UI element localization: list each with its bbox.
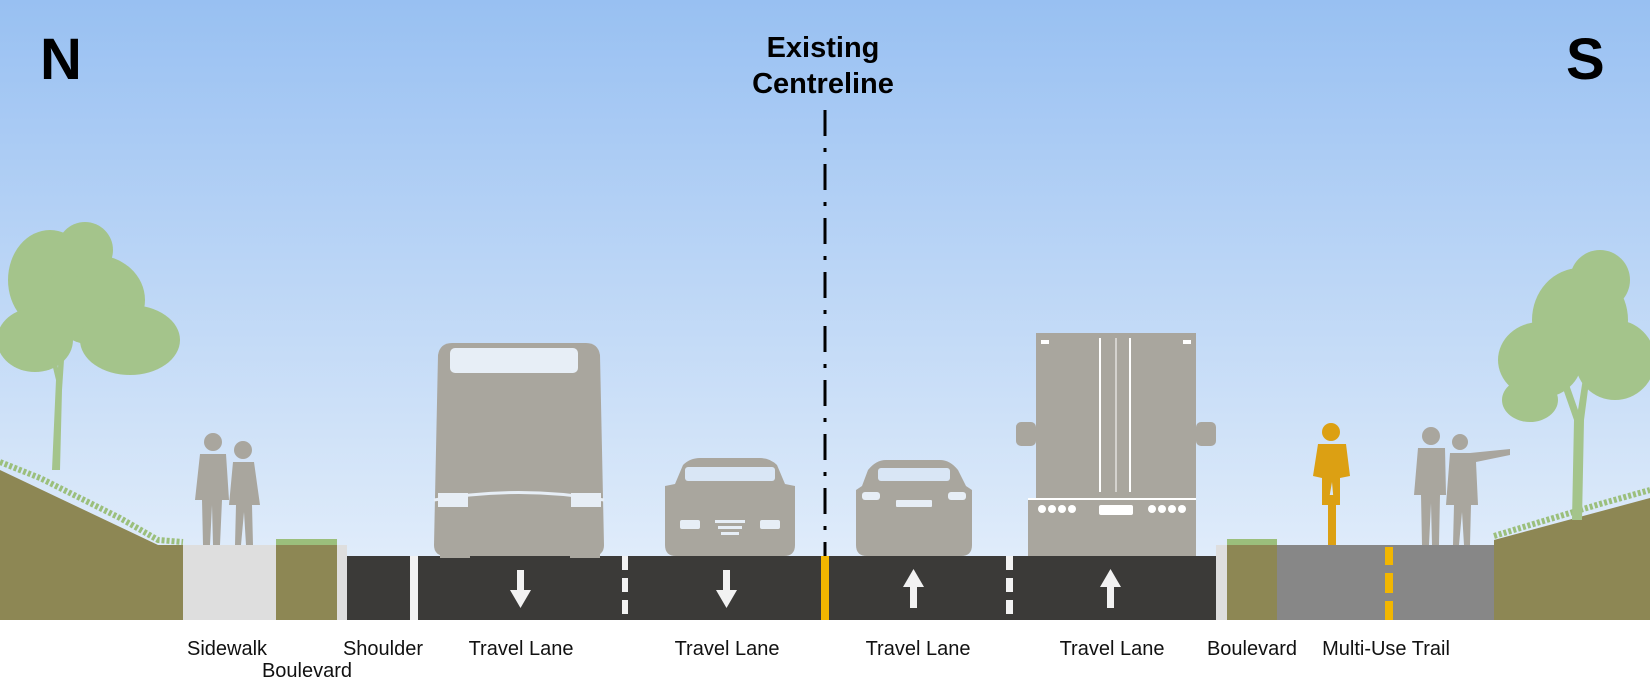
label-multi-use-trail: Multi-Use Trail bbox=[1322, 638, 1450, 660]
south-boulevard-grass bbox=[1227, 539, 1277, 545]
label-travel-lane-1: Travel Lane bbox=[468, 638, 574, 660]
north-embankment bbox=[0, 470, 183, 620]
boulevard-north-surface bbox=[276, 545, 337, 620]
arrow-up-lane-3 bbox=[903, 569, 924, 608]
centre-yellow-line bbox=[821, 556, 829, 620]
south-label: S bbox=[1566, 27, 1605, 92]
tree-north bbox=[0, 222, 180, 470]
arrow-down-lane-1 bbox=[510, 570, 531, 608]
shoulder-curb bbox=[337, 545, 347, 620]
lane-line-south bbox=[1006, 556, 1013, 614]
label-travel-lane-3: Travel Lane bbox=[865, 638, 971, 660]
label-travel-lane-4: Travel Lane bbox=[1059, 638, 1165, 660]
label-travel-lane-2: Travel Lane bbox=[674, 638, 780, 660]
roadway-asphalt bbox=[347, 556, 1216, 620]
arrow-up-lane-4 bbox=[1100, 569, 1121, 608]
cyclist bbox=[1313, 423, 1350, 545]
car-south bbox=[856, 460, 972, 556]
arrow-down-lane-2 bbox=[716, 570, 737, 608]
label-boulevard-north: Boulevard bbox=[261, 660, 353, 682]
label-shoulder: Shoulder bbox=[342, 638, 424, 660]
north-boulevard-grass bbox=[276, 539, 337, 545]
tree-south bbox=[1498, 250, 1650, 520]
truck bbox=[1016, 333, 1216, 556]
sidewalk-surface bbox=[183, 545, 276, 620]
ground-background bbox=[0, 620, 1650, 685]
south-embankment-grass bbox=[1493, 487, 1650, 539]
south-embankment bbox=[1494, 498, 1650, 620]
label-sidewalk: Sidewalk bbox=[186, 638, 268, 660]
trail-centre-line bbox=[1385, 547, 1393, 620]
boulevard-south-surface bbox=[1227, 545, 1277, 620]
north-embankment-grass bbox=[0, 459, 184, 545]
centreline-title-line2: Centreline bbox=[752, 68, 894, 100]
shoulder-edge-line bbox=[410, 556, 418, 620]
pedestrians-sidewalk bbox=[195, 433, 260, 545]
label-boulevard-south: Boulevard bbox=[1206, 638, 1298, 660]
lane-line-north bbox=[622, 556, 628, 614]
centreline-title: Existing Centreline bbox=[752, 30, 894, 102]
south-edge-line bbox=[1216, 545, 1227, 620]
pedestrians-trail bbox=[1414, 427, 1510, 545]
car-north bbox=[665, 458, 795, 556]
centreline-title-line1: Existing bbox=[766, 32, 880, 64]
bus bbox=[433, 343, 605, 558]
north-label: N bbox=[40, 27, 82, 92]
